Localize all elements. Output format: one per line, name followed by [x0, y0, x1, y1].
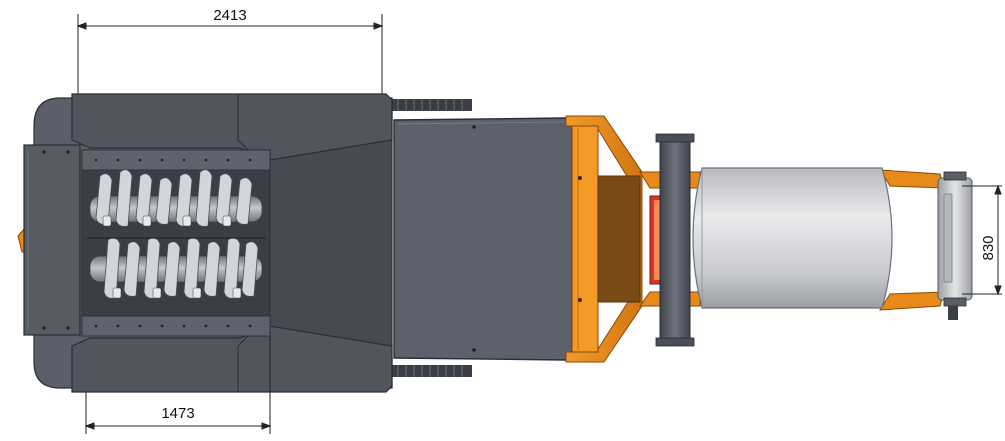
- dimension-hopper-label: 1473: [161, 405, 194, 422]
- dimension-roller-label: 830: [980, 235, 997, 260]
- discharge-chute-floor: [269, 139, 393, 347]
- rotor-lower: [89, 237, 263, 299]
- discharge-roller: [937, 171, 973, 320]
- track-bottom: [392, 365, 472, 377]
- dimension-roller: [962, 184, 1002, 296]
- track-top: [392, 99, 472, 111]
- dimension-overall: [76, 14, 384, 94]
- dimension-hopper: [84, 336, 272, 434]
- rotor-upper: [89, 169, 263, 227]
- power-unit-housing: [393, 117, 573, 361]
- dimension-overall-label: 2413: [213, 7, 246, 24]
- conveyor-post: [659, 135, 691, 345]
- end-plate-left: [23, 144, 81, 336]
- conveyor-drum: [692, 167, 893, 309]
